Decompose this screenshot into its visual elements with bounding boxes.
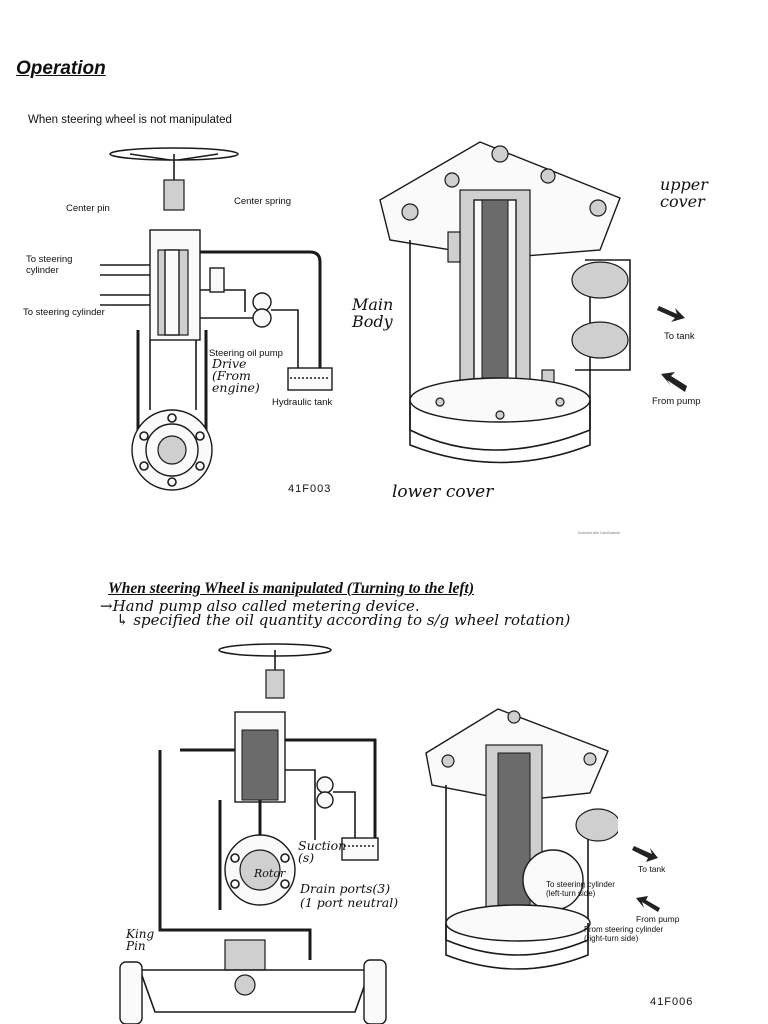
- handwritten-drive: Drive (From engine): [212, 356, 260, 395]
- handwritten-upper-cover: upper cover: [660, 175, 708, 211]
- handwritten-main-body: Main Body: [352, 295, 394, 331]
- label-to-steering-cylinder-left: To steering cylinder (left-turn side): [546, 880, 615, 898]
- section-heading: When steering Wheel is manipulated (Turn…: [108, 580, 475, 597]
- handwritten-drain-ports: Drain ports(3) (1 port neutral): [300, 881, 399, 910]
- label-from-pump-2: From pump: [636, 914, 680, 924]
- steering-unit-cutaway-left-turn: [425, 708, 618, 970]
- schematic-neutral: [100, 147, 333, 491]
- scanner-watermark: Scanned with CamScanner: [578, 531, 621, 535]
- flow-arrows-1: [657, 306, 687, 392]
- label-to-tank-1: To tank: [664, 331, 695, 342]
- steering-unit-cutaway: [379, 141, 631, 464]
- figure-code: 41F003: [288, 483, 332, 495]
- label-center-pin: Center pin: [66, 203, 110, 214]
- label-center-spring: Center spring: [234, 196, 292, 207]
- handwritten-king-pin: King Pin: [126, 927, 155, 953]
- label-from-pump-1: From pump: [652, 396, 701, 407]
- schematic-left-turn: [119, 643, 387, 1024]
- label-steering-oil-pump: Steering oil pump: [209, 348, 283, 359]
- handwritten-note-2: ↳ specified the oil quantity according t…: [116, 611, 571, 629]
- label-to-steering-cylinder-1: To steering cylinder: [26, 254, 73, 276]
- figure-code-2: 41F006: [650, 996, 694, 1008]
- label-to-steering-cylinder-2: To steering cylinder: [23, 307, 105, 318]
- handwritten-note-1: →Hand pump also called metering device.: [100, 597, 420, 615]
- handwritten-lower-cover: lower cover: [392, 482, 494, 502]
- label-from-steering-cylinder-right: From steering cylinder (right-turn side): [584, 925, 664, 943]
- handwritten-suction: Suction (s): [298, 838, 347, 865]
- figure-caption: When steering wheel is not manipulated: [28, 114, 232, 126]
- flow-arrows-2: [632, 846, 660, 912]
- label-to-tank-2: To tank: [638, 864, 666, 874]
- page-title: Operation: [16, 58, 106, 79]
- label-hydraulic-tank: Hydraulic tank: [272, 397, 333, 408]
- handwritten-rotor: Rotor: [254, 867, 286, 880]
